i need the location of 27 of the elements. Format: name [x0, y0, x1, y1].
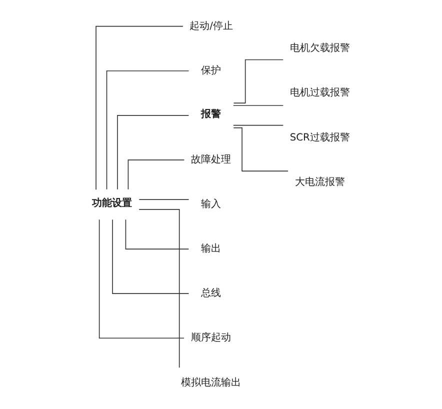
connector: [128, 160, 185, 190]
connector: [138, 199, 190, 200]
node-text: 故障处理: [190, 154, 231, 166]
node-text: SCR过载报警: [290, 132, 350, 144]
connector: [125, 219, 190, 250]
connector: [98, 219, 184, 339]
node-text: 顺序起动: [190, 332, 231, 344]
node-text: 报警: [200, 109, 221, 120]
node-text: 大电流报警: [294, 176, 345, 188]
node-text: 功能设置: [92, 198, 132, 210]
connector: [138, 209, 180, 368]
node-text: 保护: [200, 65, 221, 76]
connector: [112, 219, 190, 294]
node-text: 输出: [200, 244, 221, 255]
node-text: 模拟电流输出: [180, 377, 241, 388]
node-text: 电机欠载报警: [290, 43, 350, 54]
connector: [117, 115, 190, 190]
connector: [106, 70, 190, 190]
node-text: 起动/停止: [190, 20, 233, 32]
connector: [233, 127, 288, 172]
connector: [232, 124, 284, 126]
connector: [96, 26, 184, 190]
node-text: 总线: [200, 288, 221, 300]
node-text: 输入: [200, 199, 221, 210]
connector: [232, 105, 284, 106]
connector: [233, 59, 284, 104]
node-text: 电机过载报警: [290, 88, 350, 99]
